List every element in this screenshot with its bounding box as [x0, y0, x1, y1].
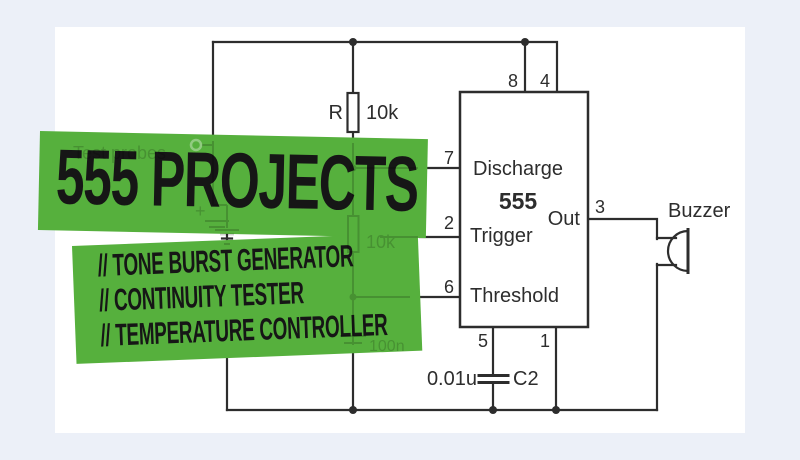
- title-banner: 555 PROJECTS: [37, 131, 428, 239]
- projects-banner: // TONE BURST GENERATOR // CONTINUITY TE…: [72, 232, 423, 364]
- poster-title: 555 PROJECTS: [55, 132, 419, 228]
